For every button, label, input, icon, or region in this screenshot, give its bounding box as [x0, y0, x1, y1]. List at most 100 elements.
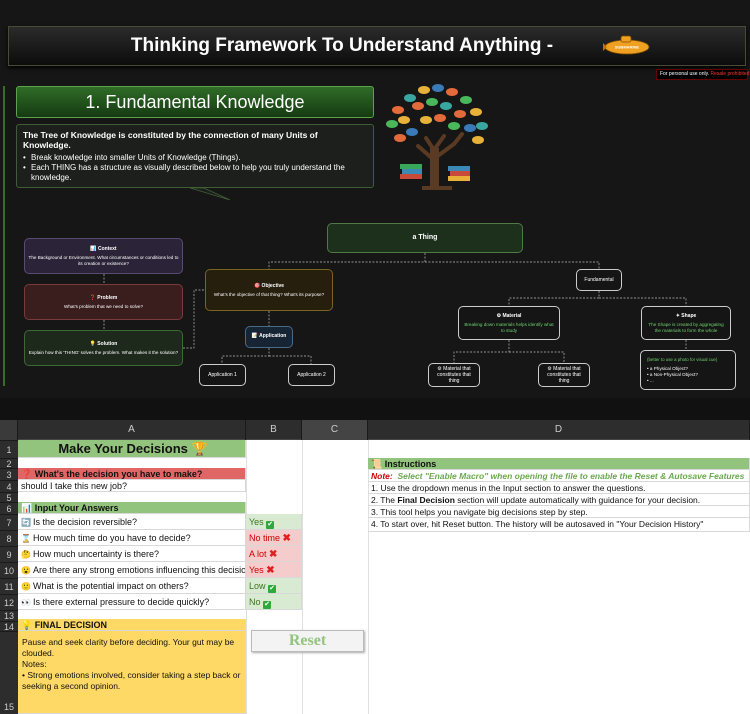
context-desc: The Background or Environment. What circ… — [28, 254, 179, 266]
answer-text: Yes — [249, 517, 267, 527]
row-header[interactable]: 9 — [0, 546, 18, 562]
final-decision-text-cell[interactable]: Pause and seek clarity before deciding. … — [18, 631, 246, 714]
final-decision-line: • Strong emotions involved, consider tak… — [22, 670, 241, 691]
question-text: How much time do you have to decide? — [33, 533, 191, 543]
answer-dropdown-cell[interactable]: A lot ✖ — [246, 546, 302, 562]
answer-text: Yes — [249, 565, 267, 575]
question-text: Is the decision reversible? — [33, 517, 138, 527]
instruction-cell[interactable]: 4. To start over, hit Reset button. The … — [368, 516, 750, 532]
row-header[interactable]: 12 — [0, 594, 18, 610]
answer-text: No — [249, 597, 264, 607]
column-header-bar: A B C D — [0, 420, 750, 440]
question-icon: 👀 — [21, 598, 31, 607]
column-header-d[interactable]: D — [368, 420, 750, 440]
shape-child-node: (better to use a photo for visual cue) a… — [640, 350, 736, 390]
shape-option: ... — [647, 378, 729, 384]
question-text: How much uncertainty is there? — [33, 549, 160, 559]
row-header[interactable]: 7 — [0, 514, 18, 530]
sheet-title-cell[interactable]: Make Your Decisions 🏆 — [18, 440, 246, 458]
submarine-logo: SUBMARINE — [603, 35, 650, 55]
row-header[interactable]: 3 — [0, 468, 18, 480]
framework-panel: Thinking Framework To Understand Anythin… — [0, 0, 750, 398]
cross-icon: ✖ — [269, 549, 278, 560]
gridline — [368, 440, 369, 714]
application-1-node: Application 1 — [199, 364, 246, 386]
question-cell[interactable]: 😮Are there any strong emotions influenci… — [18, 562, 246, 578]
material-desc: Breaking down materials helps identify w… — [464, 321, 554, 333]
question-text: Are there any strong emotions influencin… — [33, 565, 246, 575]
row-header[interactable]: 13 — [0, 610, 18, 621]
note-label: Note: — [371, 471, 393, 481]
row-header[interactable]: 1 — [0, 440, 18, 458]
solution-node: 💡 Solution Explain how this 'THING' solv… — [24, 330, 183, 366]
answer-dropdown-cell[interactable]: Yes ✔ — [246, 514, 302, 530]
application-node: 📝 Application — [245, 326, 293, 348]
application-2-node: Application 2 — [288, 364, 335, 386]
note-cell[interactable]: Note: Select "Enable Macro" when opening… — [368, 470, 750, 482]
decision-question-cell[interactable]: ❓ What's the decision you have to make? — [18, 468, 246, 480]
cross-icon: ✖ — [266, 565, 275, 576]
callout-tail — [190, 188, 230, 200]
decision-answer-cell[interactable]: should I take this new job? — [18, 480, 246, 492]
personal-use-note: For personal use only. Resale prohibited… — [656, 69, 750, 80]
question-cell[interactable]: ⌛How much time do you have to decide? — [18, 530, 246, 546]
check-icon: ✔ — [268, 585, 277, 593]
select-all-corner[interactable] — [0, 420, 18, 440]
input-header-cell[interactable]: 📊 Input Your Answers — [18, 502, 246, 514]
instruction-cell[interactable]: 2. The Final Decision section will updat… — [368, 494, 750, 506]
reset-button[interactable]: Reset — [251, 630, 364, 652]
fundamental-node: Fundamental — [576, 269, 622, 291]
row-header[interactable]: 14 — [0, 621, 18, 632]
answer-dropdown-cell[interactable]: No ✔ — [246, 594, 302, 610]
question-icon: 🙂 — [21, 582, 31, 591]
row-header[interactable]: 10 — [0, 562, 18, 578]
problem-title: ❓ Problem — [89, 294, 118, 301]
final-decision-line: Pause and seek clarity before deciding. … — [22, 637, 235, 658]
knowledge-callout: The Tree of Knowledge is constituted by … — [16, 124, 374, 188]
check-icon: ✔ — [263, 601, 272, 609]
column-header-a[interactable]: A — [18, 420, 246, 440]
answer-dropdown-cell[interactable]: Yes ✖ — [246, 562, 302, 578]
answer-dropdown-cell[interactable]: No time ✖ — [246, 530, 302, 546]
column-header-c[interactable]: C — [302, 420, 368, 440]
cross-icon: ✖ — [282, 533, 291, 544]
row-header[interactable]: 2 — [0, 458, 18, 469]
instruction-bold: Final Decision — [397, 495, 455, 505]
question-cell[interactable]: 👀Is there external pressure to decide qu… — [18, 594, 246, 610]
instructions-header-cell[interactable]: 📜 Instructions — [368, 458, 750, 470]
shape-option: a Non-Physical Object? — [647, 372, 729, 378]
row-header[interactable]: 8 — [0, 530, 18, 546]
answer-text: No time — [249, 533, 283, 543]
row-header[interactable]: 4 — [0, 480, 18, 492]
instruction-cell[interactable]: 1. Use the dropdown menus in the Input s… — [368, 482, 750, 494]
answer-dropdown-cell[interactable]: Low ✔ — [246, 578, 302, 594]
context-node: 📊 Context The Background or Environment.… — [24, 238, 183, 274]
row-header[interactable]: 5 — [0, 492, 18, 503]
answer-text: A lot — [249, 549, 270, 559]
question-icon: ⌛ — [21, 534, 31, 543]
mindmap-connectors — [103, 253, 687, 364]
final-decision-header-cell[interactable]: 💡 FINAL DECISION — [18, 619, 246, 631]
resale-text: Resale prohibited — [710, 71, 750, 77]
material-child-node: ⚙ Material that constitutes that thing — [538, 363, 590, 387]
knowledge-intro: The Tree of Knowledge is constituted by … — [23, 130, 318, 150]
title-banner: Thinking Framework To Understand Anythin… — [8, 26, 746, 66]
question-text: What is the potential impact on others? — [33, 581, 189, 591]
question-icon: 🔄 — [21, 518, 31, 527]
answer-text: Low — [249, 581, 269, 591]
row-header[interactable]: 15 — [0, 631, 18, 714]
section-header: 1. Fundamental Knowledge — [16, 86, 374, 118]
shape-node: ✦ Shape The Shape is created by aggregat… — [641, 306, 731, 340]
question-cell[interactable]: 🤔How much uncertainty is there? — [18, 546, 246, 562]
row-header[interactable]: 6 — [0, 502, 18, 514]
knowledge-bullet: Each THING has a structure as visually d… — [23, 163, 367, 183]
question-cell[interactable]: 🙂What is the potential impact on others? — [18, 578, 246, 594]
instruction-text: 2. The — [371, 495, 398, 505]
question-icon: 😮 — [21, 566, 31, 575]
objective-node: 🎯 Objective What's the objective of that… — [205, 269, 333, 311]
question-cell[interactable]: 🔄Is the decision reversible? — [18, 514, 246, 530]
row-header[interactable]: 11 — [0, 578, 18, 594]
column-header-b[interactable]: B — [246, 420, 302, 440]
